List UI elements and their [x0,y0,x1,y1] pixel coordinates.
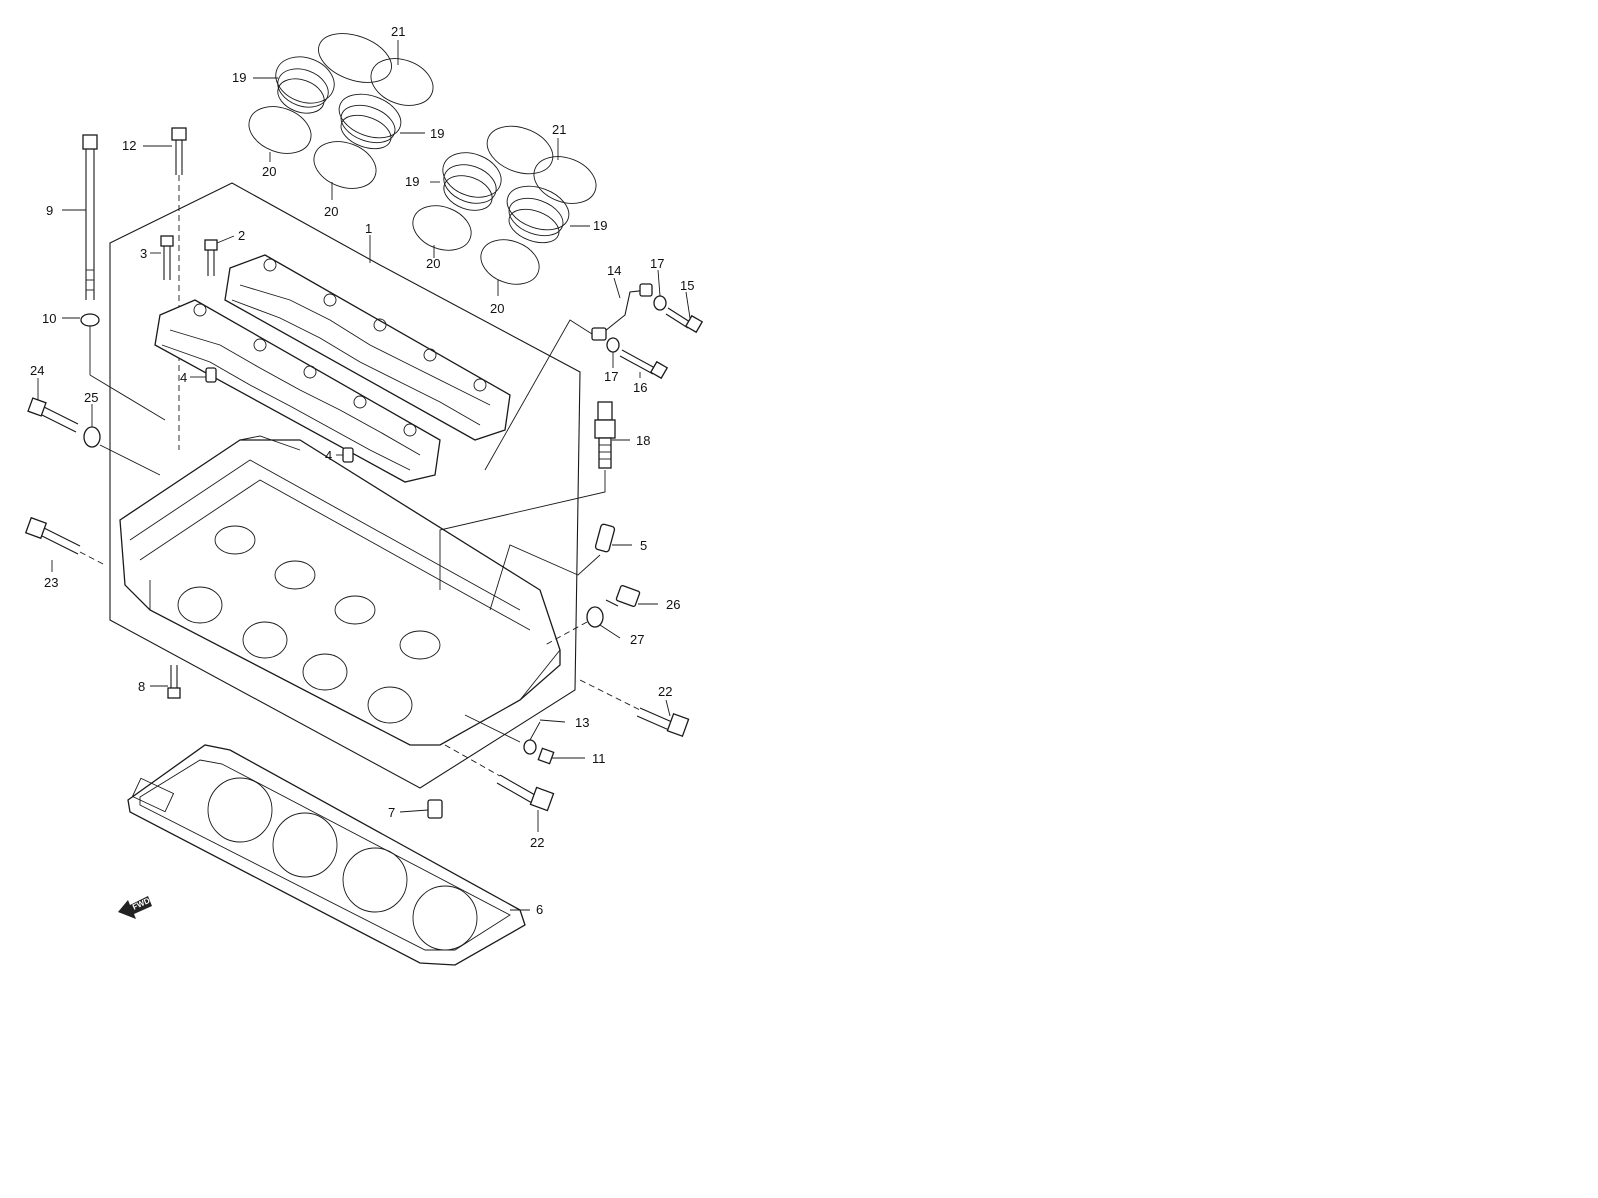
washer-10 [80,313,100,327]
boot-19-c-inner2 [443,175,493,211]
boot-19-c-inner [443,164,497,204]
clamp-20-a [248,106,312,154]
dowel-pin-4-a [205,367,217,383]
callout-9: 9 [46,203,53,218]
callout-18: 18 [636,433,650,448]
washer-17-a [653,295,667,311]
callout-20-lower-right: 20 [490,301,504,316]
bolt-15 [665,307,704,334]
head-gasket-6 [127,744,526,966]
sensor-26 [605,584,641,608]
callout-5: 5 [640,538,647,553]
callout-13: 13 [575,715,589,730]
boot-19-b [338,93,402,139]
bolt-12 [171,127,187,450]
washer-13 [523,739,537,755]
assembly-frame [109,182,581,789]
dowel-pin-7 [427,799,443,819]
callout-19-lower-right: 19 [593,218,607,233]
callout-17-lower: 17 [604,369,618,384]
boot-19-d-inner [508,197,564,237]
bolt-3 [160,235,174,280]
callout-8: 8 [138,679,145,694]
callout-19-lower-left: 19 [405,174,419,189]
boot-19-d [506,185,570,231]
washer-17-b [606,337,620,353]
bolt-8 [167,665,181,699]
callout-15: 15 [680,278,694,293]
callout-26: 26 [666,597,680,612]
callout-25: 25 [84,390,98,405]
callout-21-upper: 21 [391,24,405,39]
camshaft-holder-lower [154,299,441,483]
callout-27: 27 [630,632,644,647]
boot-19-b-inner2 [340,114,392,150]
callout-20-upper-left: 20 [262,164,276,179]
callout-19-upper-left: 19 [232,70,246,85]
bolt-24 [27,397,79,433]
callout-19-upper-right: 19 [430,126,444,141]
callout-17-upper: 17 [650,256,664,271]
washer-27 [586,606,604,628]
callout-4-right: 4 [325,448,332,463]
clamp-21-a [318,33,392,83]
dowel-pin-4-b [342,447,354,463]
bolt-2 [204,239,218,276]
boot-19-a-inner2 [277,78,325,114]
bolt-22-b [444,744,555,812]
callout-24: 24 [30,363,44,378]
callout-12: 12 [122,138,136,153]
callout-4-left: 4 [180,370,187,385]
boot-19-d-inner2 [508,208,560,244]
callout-22-upper: 22 [658,684,672,699]
boot-19-a-inner [277,68,329,108]
oil-pipe-14 [591,283,653,341]
washer-25 [83,426,101,448]
callout-20-lower-left: 20 [426,256,440,271]
bolt-16 [619,349,669,380]
intake-boot-group-upper [248,33,434,189]
fwd-arrow-icon: FWD [118,896,152,919]
clamp-20-c [412,205,472,251]
callout-1: 1 [365,221,372,236]
spark-plug-18 [594,401,616,469]
bolt-9 [82,134,98,300]
callout-3: 3 [140,246,147,261]
cylinder-head [119,435,561,746]
clamp-21-c [486,125,554,175]
callout-10: 10 [42,311,56,326]
sensor-5 [594,523,616,553]
callout-23: 23 [44,575,58,590]
callout-labels: 21 19 19 20 20 21 19 19 20 20 12 9 3 2 1… [30,24,694,917]
bolt-11 [537,747,555,765]
callout-7: 7 [388,805,395,820]
callout-2: 2 [238,228,245,243]
clamp-21-d [533,156,597,204]
boot-19-b-inner [340,104,396,144]
callout-16: 16 [633,380,647,395]
callout-21-lower: 21 [552,122,566,137]
callout-20-upper-right: 20 [324,204,338,219]
boot-19-a [275,56,335,104]
callout-14: 14 [607,263,621,278]
bolt-23 [24,516,106,566]
clamp-20-d [480,239,540,285]
boot-19-c [442,152,502,198]
clamp-20-b [313,141,377,189]
clamp-21-b [370,58,434,106]
camshaft-holder-upper [224,254,511,441]
callout-22-lower: 22 [530,835,544,850]
callout-11: 11 [592,751,606,766]
leader-lines [37,40,691,911]
intake-boot-group-lower [412,125,597,285]
bolt-22-a [579,679,690,738]
callout-6: 6 [536,902,543,917]
